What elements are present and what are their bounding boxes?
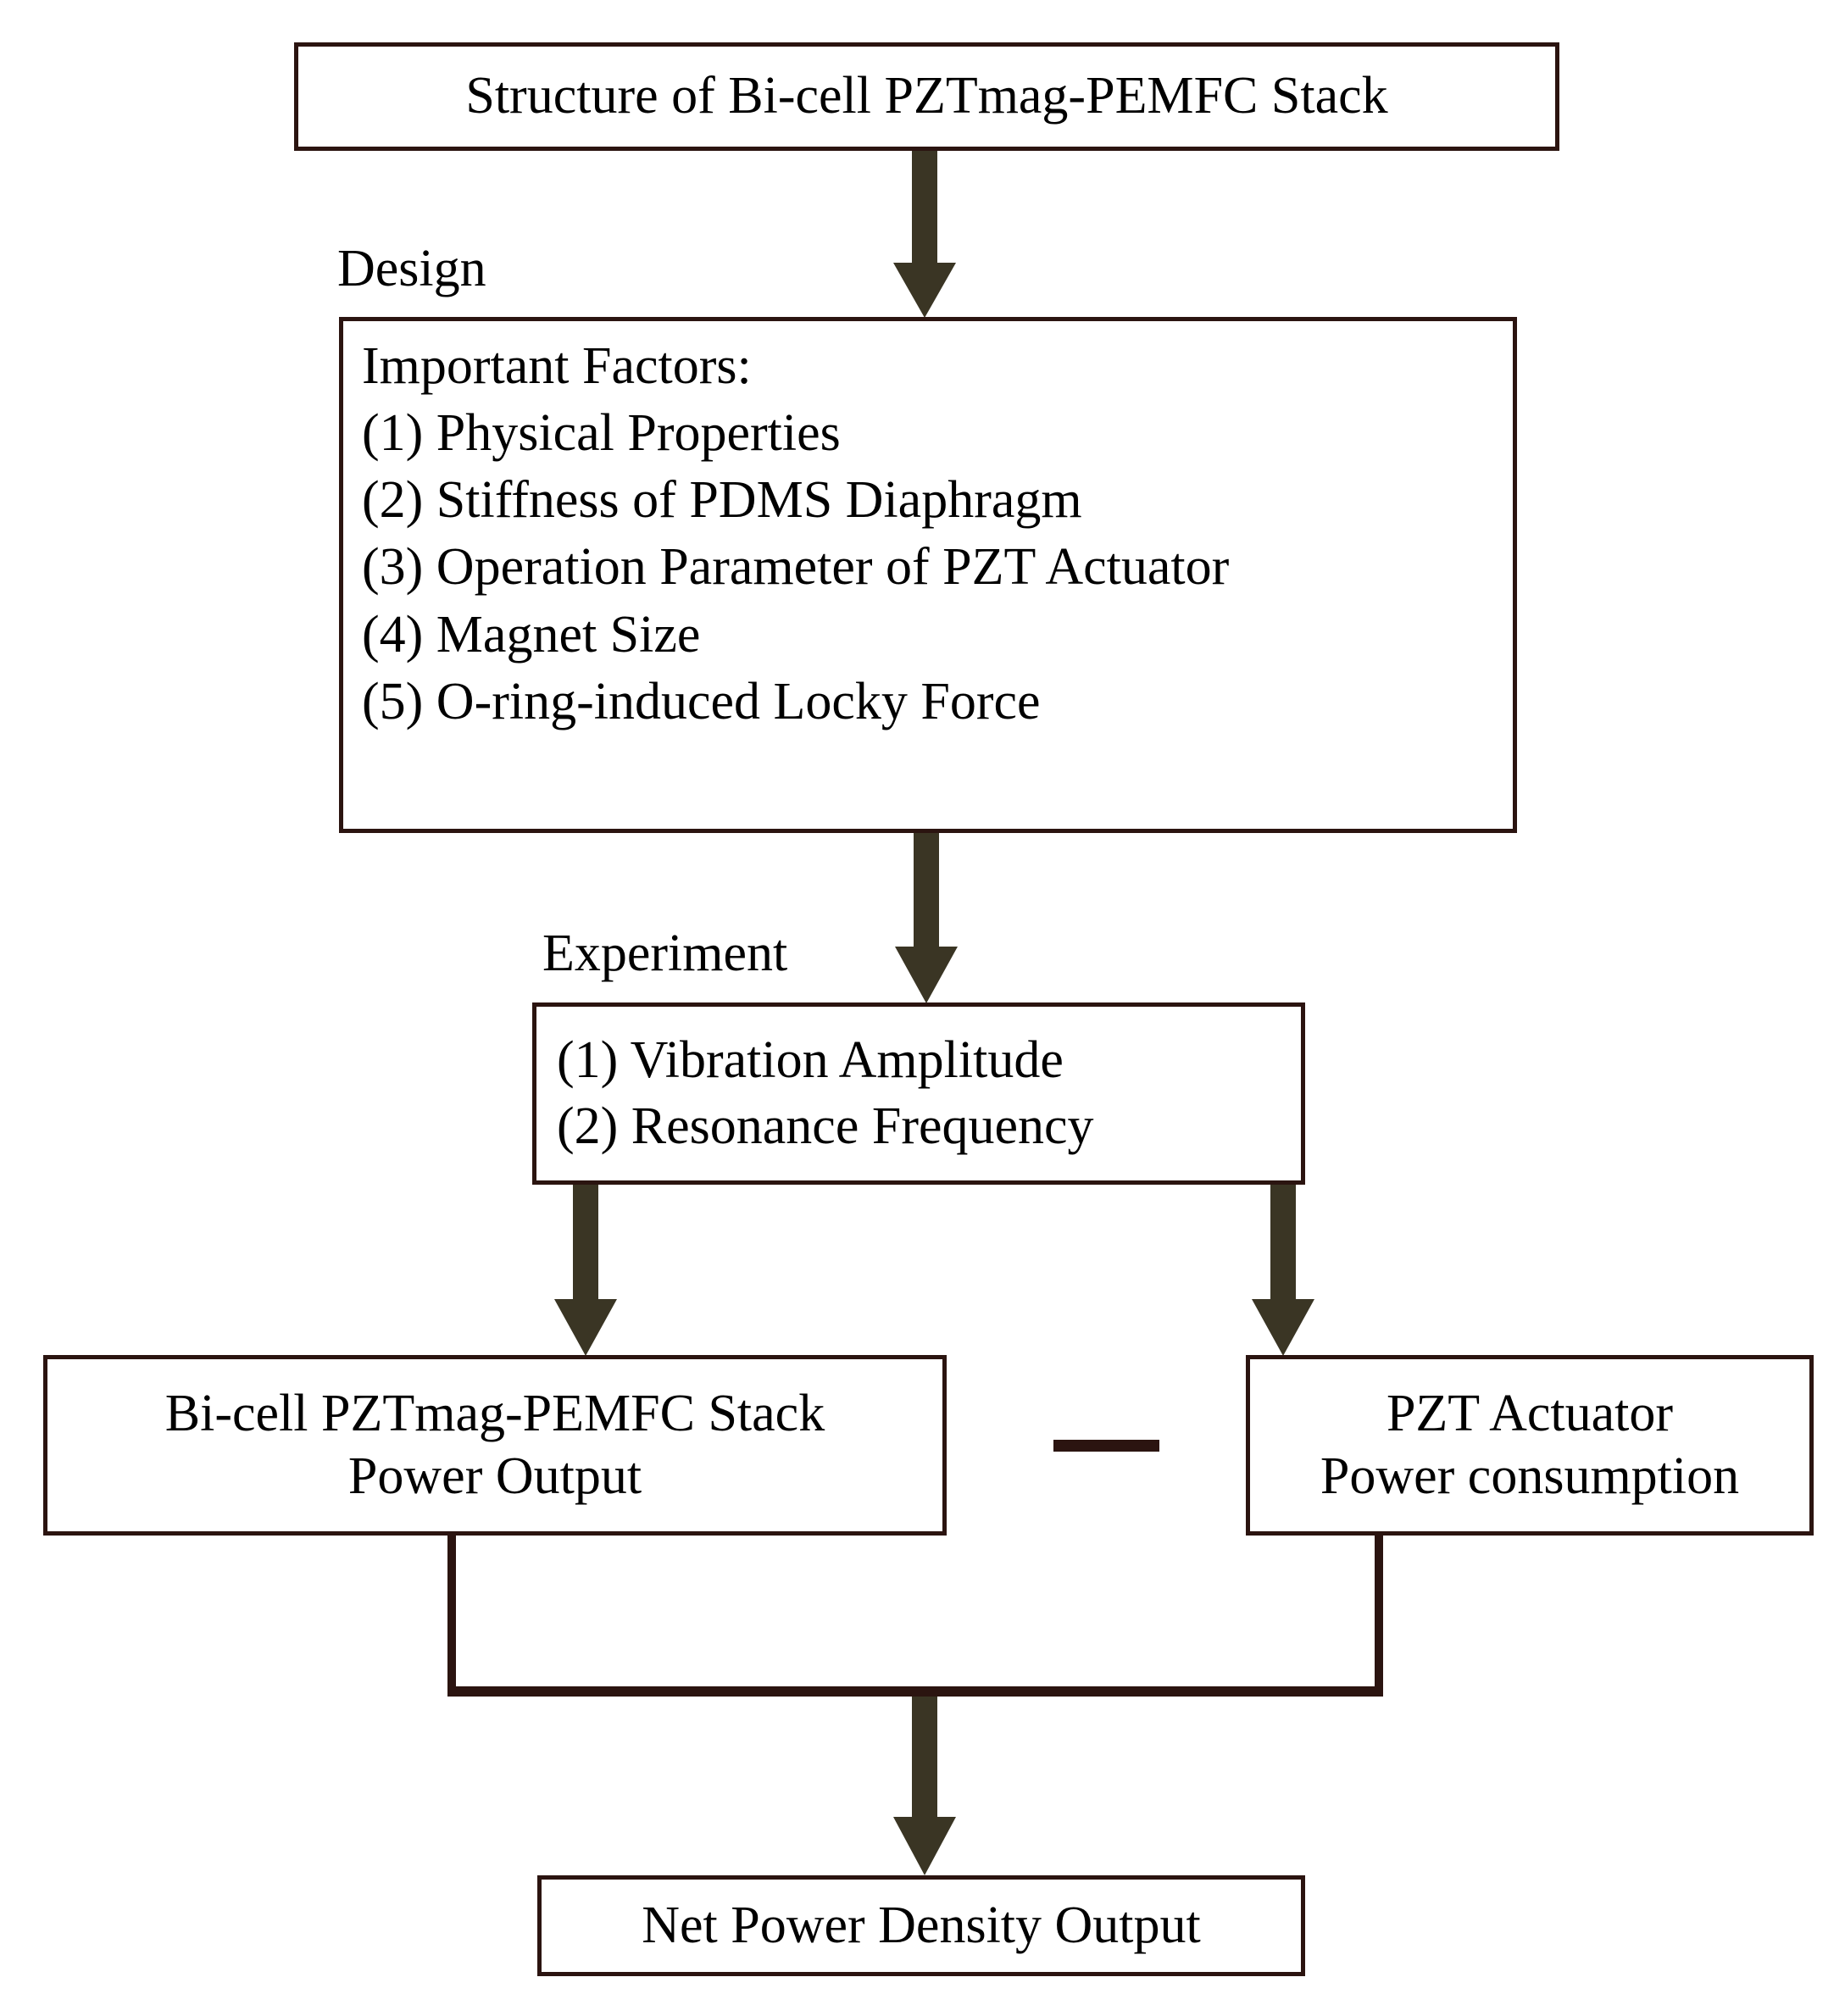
arrow-structure-to-factors xyxy=(890,151,959,320)
factor-item-2: (2) Stiffness of PDMS Diaphragm xyxy=(362,471,1082,530)
stack-output-line-2: Power Output xyxy=(347,1447,642,1505)
arrow-merge-to-net-power xyxy=(890,1690,959,1878)
factors-heading: Important Factors: xyxy=(362,337,752,395)
pzt-consumption-line-1: PZT Actuator xyxy=(1386,1385,1674,1443)
merge-left-leg xyxy=(447,1536,456,1695)
factor-item-3: (3) Operation Parameter of PZT Actuator xyxy=(362,538,1230,597)
node-experiment-measurements[interactable]: (1) Vibration Amplitude (2) Resonance Fr… xyxy=(532,1002,1305,1185)
merge-crossbar xyxy=(447,1686,1383,1697)
arrow-factors-to-experiment xyxy=(892,833,961,1006)
node-structure-of-stack[interactable]: Structure of Bi-cell PZTmag-PEMFC Stack xyxy=(294,42,1559,151)
arrow-experiment-to-stack-output xyxy=(551,1185,620,1358)
merge-right-leg xyxy=(1375,1536,1383,1695)
factor-item-4: (4) Magnet Size xyxy=(362,605,701,664)
node-net-power-density-output[interactable]: Net Power Density Output xyxy=(537,1875,1305,1976)
caption-design: Design xyxy=(337,240,486,297)
node-important-factors[interactable]: Important Factors: (1) Physical Properti… xyxy=(339,317,1517,833)
pzt-consumption-line-2: Power consumption xyxy=(1320,1447,1740,1505)
node-pzt-actuator-power-consumption[interactable]: PZT Actuator Power consumption xyxy=(1246,1355,1814,1536)
experiment-item-1: (1) Vibration Amplitude xyxy=(557,1031,1064,1090)
experiment-item-2: (2) Resonance Frequency xyxy=(557,1097,1094,1155)
node-structure-label: Structure of Bi-cell PZTmag-PEMFC Stack xyxy=(465,67,1388,125)
merge-connector-bracket xyxy=(447,1536,1383,1700)
caption-experiment: Experiment xyxy=(542,925,788,982)
node-stack-power-output[interactable]: Bi-cell PZTmag-PEMFC Stack Power Output xyxy=(43,1355,947,1536)
minus-operator-icon xyxy=(1053,1440,1159,1452)
factor-item-1: (1) Physical Properties xyxy=(362,404,841,463)
arrow-experiment-to-pzt-consumption xyxy=(1248,1185,1318,1358)
factor-item-5: (5) O-ring-induced Locky Force xyxy=(362,672,1041,730)
net-power-label: Net Power Density Output xyxy=(642,1896,1201,1954)
stack-output-line-1: Bi-cell PZTmag-PEMFC Stack xyxy=(164,1385,825,1443)
